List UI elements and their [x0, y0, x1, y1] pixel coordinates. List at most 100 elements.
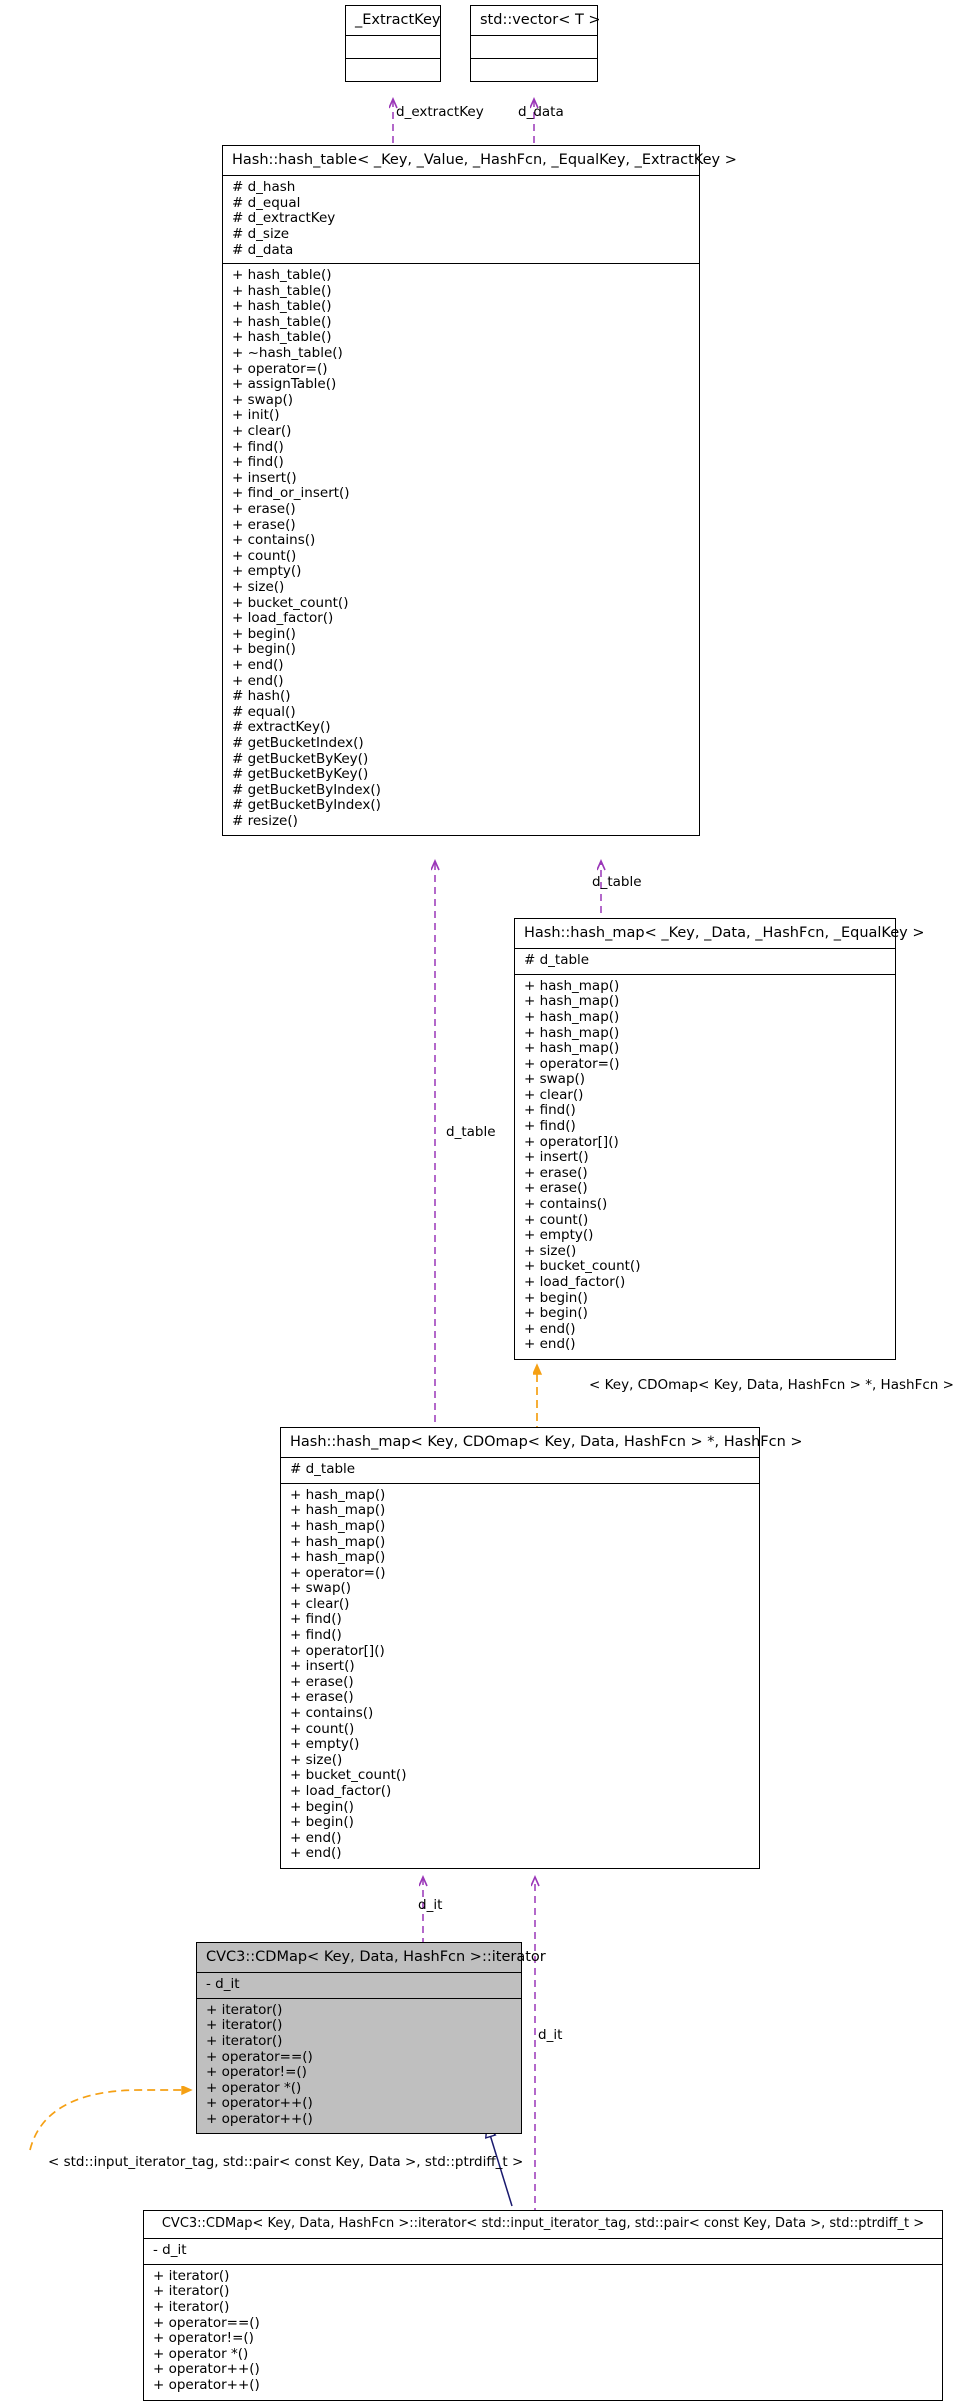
- template-binding-cdomap: < Key, CDOmap< Key, Data, HashFcn > *, H…: [589, 1377, 954, 1393]
- member-row: + begin(): [232, 641, 296, 658]
- member-row: + load_factor(): [232, 610, 334, 627]
- member-row: + bucket_count(): [524, 1258, 641, 1275]
- node-cdmap-iterator[interactable]: CVC3::CDMap< Key, Data, HashFcn >::itera…: [196, 1942, 546, 2135]
- member-row: + begin(): [524, 1305, 588, 1322]
- member-row: + find(): [524, 1118, 576, 1135]
- node-operations-section: + hash_map()+ hash_map()+ hash_map()+ ha…: [281, 1484, 759, 1868]
- member-row: + iterator(): [206, 2001, 283, 2018]
- member-row: + hash_table(): [232, 282, 332, 299]
- edge-label-d-table-left: d_table: [446, 1124, 496, 1140]
- member-row: + begin(): [232, 625, 296, 642]
- node-attributes-section: - d_it: [144, 2239, 942, 2265]
- member-row: + hash_table(): [232, 313, 332, 330]
- node-cdmap-iterator-spec[interactable]: CVC3::CDMap< Key, Data, HashFcn >::itera…: [143, 2210, 943, 2401]
- member-row: # hash(): [232, 688, 291, 705]
- member-row: + end(): [524, 1336, 576, 1353]
- member-row: + size(): [524, 1242, 577, 1259]
- member-row: + operator=(): [524, 1055, 620, 1072]
- member-row: + count(): [524, 1211, 589, 1228]
- member-row: # getBucketIndex(): [232, 734, 364, 751]
- member-row: # getBucketByKey(): [232, 750, 369, 767]
- member-row: + hash_table(): [232, 267, 332, 284]
- member-row: + iterator(): [153, 2283, 230, 2300]
- node-attributes-section: # d_table: [281, 1458, 759, 1484]
- member-row: + find(): [290, 1627, 342, 1644]
- edge-label-d-it-left: d_it: [418, 1897, 443, 1913]
- member-row: + find(): [232, 454, 284, 471]
- node-extract-key[interactable]: _ExtractKey: [345, 5, 441, 83]
- member-row: - d_it: [153, 2242, 187, 2259]
- member-row: + operator[](): [524, 1133, 619, 1150]
- member-row: + erase(): [290, 1689, 354, 1706]
- member-row: + swap(): [232, 391, 294, 408]
- node-attributes-section: # d_hash# d_equal# d_extractKey# d_size#…: [223, 176, 699, 265]
- member-row: + size(): [232, 578, 285, 595]
- member-row: # d_size: [232, 225, 290, 242]
- edge-label-d-table-right: d_table: [592, 874, 642, 890]
- node-operations-section: + iterator()+ iterator()+ iterator()+ op…: [197, 1999, 521, 2134]
- member-row: + find(): [290, 1611, 342, 1628]
- node-title: Hash::hash_map< Key, CDOmap< Key, Data, …: [281, 1428, 803, 1459]
- member-row: + begin(): [290, 1814, 354, 1831]
- member-row: + operator==(): [153, 2314, 260, 2331]
- member-row: + hash_table(): [232, 298, 332, 315]
- node-title: _ExtractKey: [346, 6, 440, 37]
- member-row: # getBucketByIndex(): [232, 781, 381, 798]
- member-row: + ~hash_table(): [232, 345, 343, 362]
- member-row: + bucket_count(): [290, 1767, 407, 1784]
- edge-label-d-it-right: d_it: [538, 2027, 563, 2043]
- node-operations-section: + hash_table()+ hash_table()+ hash_table…: [223, 264, 699, 835]
- member-row: + find_or_insert(): [232, 485, 350, 502]
- member-row: + assignTable(): [232, 376, 337, 393]
- node-operations-section: + hash_map()+ hash_map()+ hash_map()+ ha…: [515, 975, 895, 1359]
- node-std-vector[interactable]: std::vector< T >: [470, 5, 601, 83]
- node-title: Hash::hash_table< _Key, _Value, _HashFcn…: [223, 146, 737, 177]
- member-row: + contains(): [290, 1705, 374, 1722]
- member-row: + load_factor(): [524, 1274, 626, 1290]
- member-row: - d_it: [206, 1976, 240, 1993]
- member-row: # equal(): [232, 703, 296, 720]
- node-hash-map-generic[interactable]: Hash::hash_map< _Key, _Data, _HashFcn, _…: [514, 918, 924, 1360]
- node-hash-table[interactable]: Hash::hash_table< _Key, _Value, _HashFcn…: [222, 145, 737, 837]
- member-row: + end(): [232, 672, 284, 689]
- node-attributes-section: [346, 36, 440, 60]
- node-attributes-section: # d_table: [515, 949, 895, 975]
- node-operations-section: [346, 59, 440, 81]
- member-row: + end(): [524, 1320, 576, 1337]
- member-row: + hash_map(): [290, 1533, 386, 1550]
- member-row: + iterator(): [206, 2017, 283, 2034]
- member-row: + begin(): [290, 1798, 354, 1815]
- member-row: + empty(): [524, 1227, 594, 1244]
- member-row: # d_hash: [232, 179, 296, 196]
- member-row: + contains(): [232, 532, 316, 549]
- member-row: + operator *(): [153, 2345, 249, 2362]
- edge-label-d-data: d_data: [518, 104, 564, 120]
- member-row: + find(): [524, 1102, 576, 1119]
- member-row: + operator++(): [153, 2377, 260, 2393]
- member-row: + operator!=(): [153, 2330, 254, 2347]
- member-row: + iterator(): [206, 2032, 283, 2049]
- member-row: + hash_map(): [524, 1024, 620, 1041]
- node-title: Hash::hash_map< _Key, _Data, _HashFcn, _…: [515, 919, 924, 950]
- node-title: CVC3::CDMap< Key, Data, HashFcn >::itera…: [144, 2211, 942, 2240]
- member-row: + end(): [232, 656, 284, 673]
- member-row: + empty(): [232, 563, 302, 580]
- member-row: + count(): [232, 547, 297, 564]
- member-row: + size(): [290, 1751, 343, 1768]
- member-row: # d_extractKey: [232, 210, 336, 227]
- member-row: + clear(): [524, 1086, 584, 1103]
- node-title: CVC3::CDMap< Key, Data, HashFcn >::itera…: [197, 1943, 546, 1974]
- node-hash-map-cdomap[interactable]: Hash::hash_map< Key, CDOmap< Key, Data, …: [280, 1427, 803, 1869]
- member-row: + hash_map(): [524, 1008, 620, 1025]
- member-row: + hash_map(): [290, 1549, 386, 1566]
- member-row: # d_table: [290, 1461, 356, 1478]
- member-row: + iterator(): [153, 2299, 230, 2316]
- member-row: + operator==(): [206, 2048, 313, 2065]
- member-row: # resize(): [232, 812, 298, 829]
- template-binding-iterator: < std::input_iterator_tag, std::pair< co…: [48, 2154, 524, 2170]
- member-row: + erase(): [290, 1673, 354, 1690]
- member-row: + swap(): [524, 1071, 586, 1088]
- member-row: + load_factor(): [290, 1783, 392, 1799]
- member-row: + hash_map(): [524, 993, 620, 1010]
